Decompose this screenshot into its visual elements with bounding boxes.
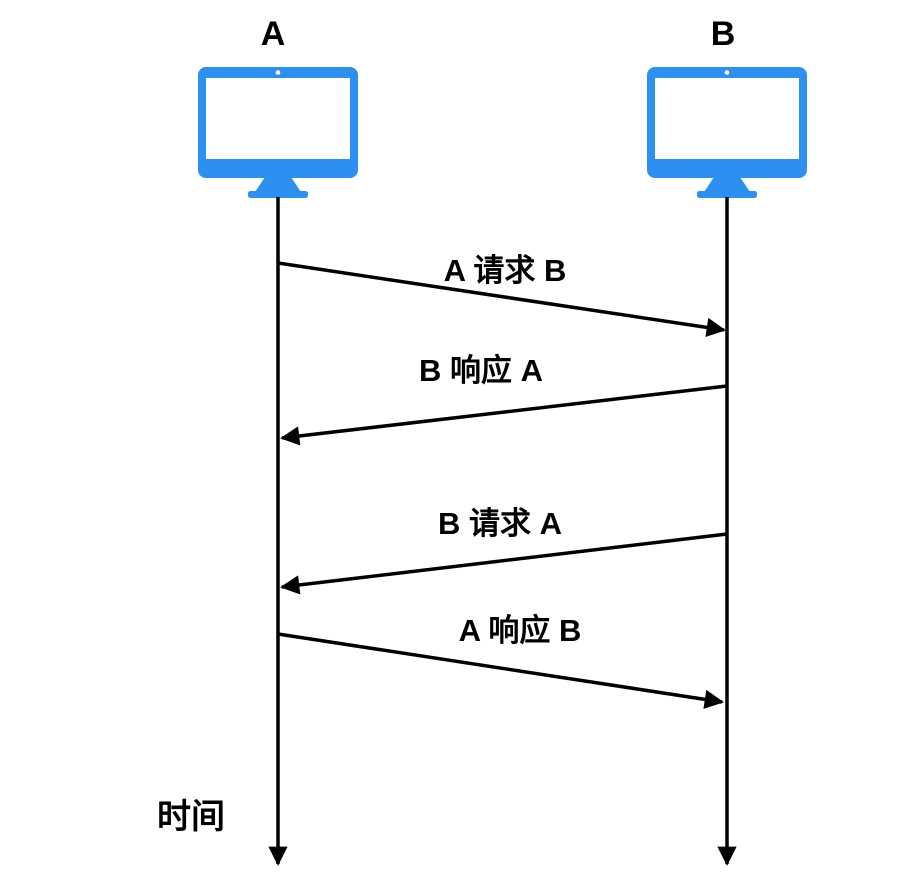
camera-dot-icon (275, 70, 281, 75)
message-arrow-a-response-b (277, 632, 724, 709)
monitor-stand (255, 177, 301, 192)
monitor-base (697, 191, 757, 198)
computer-b-icon (647, 67, 807, 198)
host-a-label: A (261, 15, 286, 53)
host-b-label: B (711, 15, 736, 53)
monitor-screen (206, 78, 350, 159)
message-label-b-request-a: B 请求 A (438, 506, 562, 541)
message-label-a-request-b: A 请求 B (444, 253, 567, 288)
monitor-screen (655, 78, 799, 159)
message-arrow-b-request-a (280, 532, 728, 595)
message-arrow-b-response-a (280, 384, 728, 446)
message-label-b-response-a: B 响应 A (419, 353, 543, 388)
computer-a-icon (198, 67, 358, 198)
message-label-a-response-b: A 响应 B (459, 613, 582, 648)
message-arrow-a-request-b (277, 261, 726, 337)
camera-dot-icon (724, 70, 730, 75)
time-axis-label: 时间 (157, 798, 225, 836)
monitor-stand (704, 177, 750, 192)
monitor-base (248, 191, 308, 198)
